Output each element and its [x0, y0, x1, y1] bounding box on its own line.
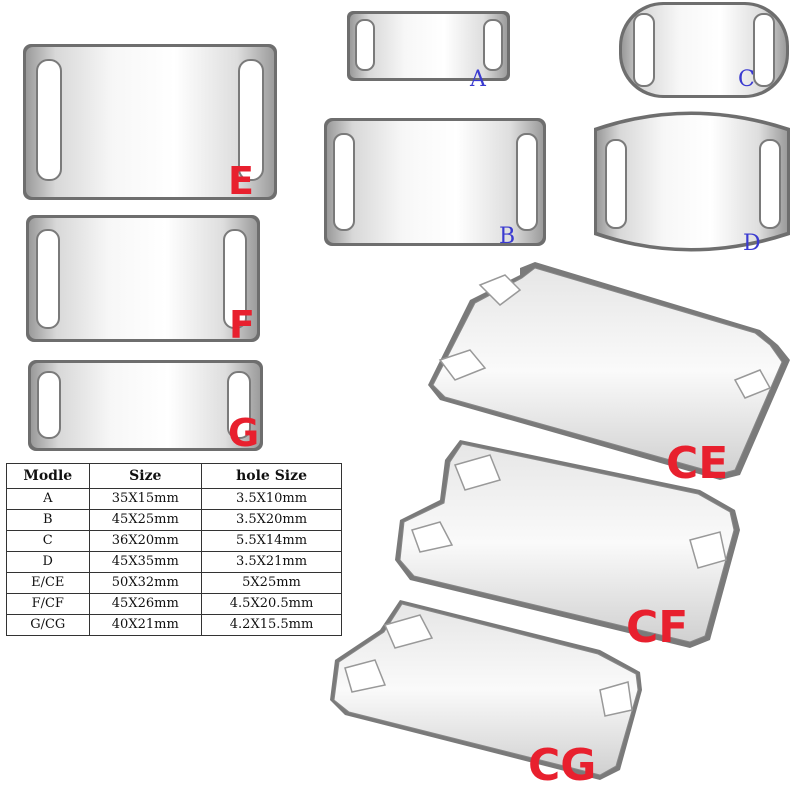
tag-d	[594, 111, 790, 252]
cell-size: 35X15mm	[88, 488, 203, 510]
table-row: D 45X35mm 3.5X21mm	[6, 551, 342, 573]
label-a: A	[469, 67, 487, 92]
cell-model: E/CE	[6, 572, 90, 594]
tag-g	[28, 360, 263, 451]
cell-hole-size: 4.2X15.5mm	[201, 614, 342, 636]
header-size: Size	[88, 463, 203, 489]
label-g: G	[228, 411, 259, 455]
header-model: Modle	[6, 463, 90, 489]
table-row: E/CE 50X32mm 5X25mm	[6, 572, 342, 594]
label-b: B	[499, 224, 515, 249]
header-hole-size: hole Size	[201, 463, 342, 489]
table-row: B 45X25mm 3.5X20mm	[6, 509, 342, 531]
cell-model: C	[6, 530, 90, 552]
cell-model: G/CG	[6, 614, 90, 636]
cell-model: B	[6, 509, 90, 531]
label-cg: CG	[528, 740, 596, 791]
cell-size: 45X26mm	[88, 593, 203, 615]
table-row: F/CF 45X26mm 4.5X20.5mm	[6, 593, 342, 615]
cell-model: F/CF	[6, 593, 90, 615]
label-c: C	[738, 67, 755, 92]
tag-f	[26, 215, 260, 342]
table-header-row: Modle Size hole Size	[6, 463, 342, 489]
cell-model: D	[6, 551, 90, 573]
tag-cg	[330, 600, 642, 780]
label-ce: CE	[666, 438, 728, 489]
table-row: A 35X15mm 3.5X10mm	[6, 488, 342, 510]
cell-hole-size: 5.5X14mm	[201, 530, 342, 552]
cell-hole-size: 3.5X20mm	[201, 509, 342, 531]
tag-ce	[428, 262, 790, 480]
label-d: D	[743, 231, 761, 256]
tag-c	[619, 2, 789, 98]
label-f: F	[229, 303, 255, 347]
cell-hole-size: 3.5X21mm	[201, 551, 342, 573]
cell-size: 36X20mm	[88, 530, 203, 552]
cell-size: 45X25mm	[88, 509, 203, 531]
table-row: C 36X20mm 5.5X14mm	[6, 530, 342, 552]
table-row: G/CG 40X21mm 4.2X15.5mm	[6, 614, 342, 636]
tag-b	[324, 118, 546, 246]
size-table: Modle Size hole Size A 35X15mm 3.5X10mm …	[6, 463, 342, 636]
tag-e	[23, 44, 277, 200]
label-cf: CF	[626, 602, 688, 653]
cell-size: 50X32mm	[88, 572, 203, 594]
cell-hole-size: 5X25mm	[201, 572, 342, 594]
cell-size: 45X35mm	[88, 551, 203, 573]
tag-a	[347, 11, 510, 81]
tag-cf	[395, 440, 740, 648]
label-e: E	[228, 159, 254, 203]
cell-size: 40X21mm	[88, 614, 203, 636]
cell-model: A	[6, 488, 90, 510]
cell-hole-size: 4.5X20.5mm	[201, 593, 342, 615]
cell-hole-size: 3.5X10mm	[201, 488, 342, 510]
